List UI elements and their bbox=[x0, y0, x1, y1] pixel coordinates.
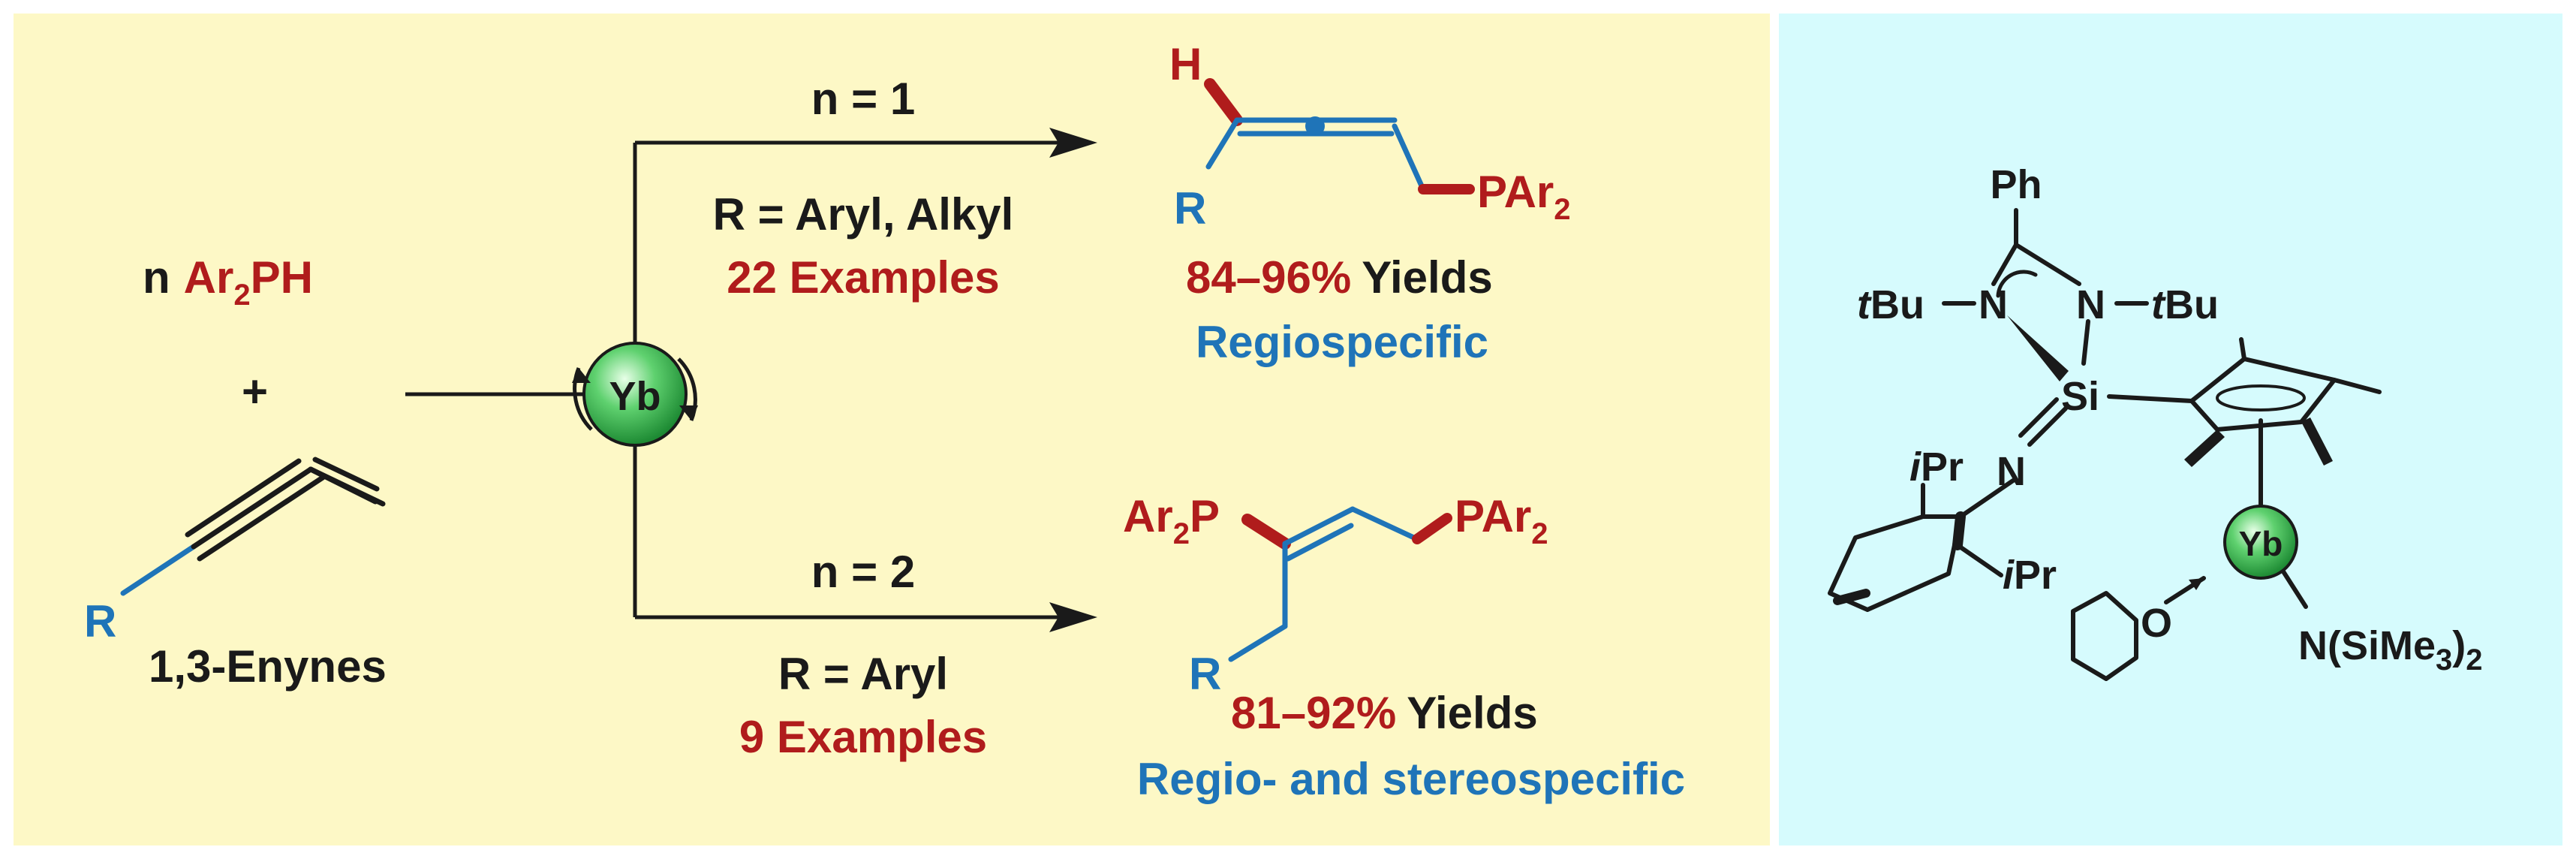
allene-product-structure bbox=[1204, 78, 1475, 194]
yb-center-label: Yb bbox=[2239, 524, 2283, 563]
top-scope: R = Aryl, Alkyl bbox=[713, 189, 1014, 240]
right-panel-background bbox=[1779, 14, 2562, 845]
top-condition: n = 1 bbox=[811, 74, 915, 124]
arrow-head-bottom bbox=[1049, 602, 1097, 632]
enyne-structure bbox=[120, 457, 386, 596]
bottom-condition: n = 2 bbox=[811, 547, 915, 597]
yb-center-ball bbox=[2223, 505, 2298, 580]
bisphosphine-product-structure bbox=[1228, 506, 1452, 662]
thf-oxygen-label: O bbox=[2141, 601, 2172, 646]
allene-h-label: H bbox=[1169, 39, 1202, 89]
bottom-scope: R = Aryl bbox=[778, 649, 948, 699]
allene-r-label: R bbox=[1174, 183, 1206, 234]
enyne-r-group: R bbox=[84, 596, 116, 647]
left-panel-background bbox=[14, 14, 1770, 845]
bisphosphine-r-label: R bbox=[1189, 649, 1221, 699]
bottom-yield: 81–92%Yields bbox=[1231, 688, 1538, 738]
yb-catalyst-ball: Yb bbox=[572, 342, 698, 447]
tbu-right-label: tBu bbox=[2151, 282, 2219, 327]
amide-ligand-label: N(SiMe3)2 bbox=[2298, 623, 2483, 677]
enyne-name: 1,3-Enynes bbox=[149, 641, 387, 692]
arrow-head-top bbox=[1049, 128, 1097, 158]
bisphosphine-par2-label: PAr2 bbox=[1455, 491, 1548, 550]
tbu-left-label: tBu bbox=[1857, 282, 1924, 327]
top-yield: 84–96%Yields bbox=[1186, 252, 1493, 303]
bisphosphine-ar2p-label: Ar2P bbox=[1123, 491, 1220, 550]
imine-n-label: N bbox=[1997, 449, 2026, 494]
plus-sign: + bbox=[242, 366, 268, 417]
ipr-bottom-label: iPr bbox=[2003, 553, 2057, 598]
ipr-top-label: iPr bbox=[1909, 445, 1964, 490]
catalyst-structure bbox=[1828, 208, 2382, 681]
svg-text:Yb: Yb bbox=[609, 374, 661, 419]
allene-phosphine-label: PAr2 bbox=[1477, 167, 1571, 226]
top-selectivity: Regiospecific bbox=[1196, 317, 1488, 367]
bottom-examples: 9 Examples bbox=[739, 712, 987, 762]
bottom-selectivity: Regio- and stereospecific bbox=[1137, 754, 1685, 804]
phenyl-label: Ph bbox=[1990, 162, 2042, 207]
amidinate-n-left: N bbox=[1979, 282, 2008, 327]
amidinate-n-right: N bbox=[2076, 282, 2105, 327]
top-examples: 22 Examples bbox=[727, 252, 1000, 303]
silicon-label: Si bbox=[2061, 374, 2099, 419]
